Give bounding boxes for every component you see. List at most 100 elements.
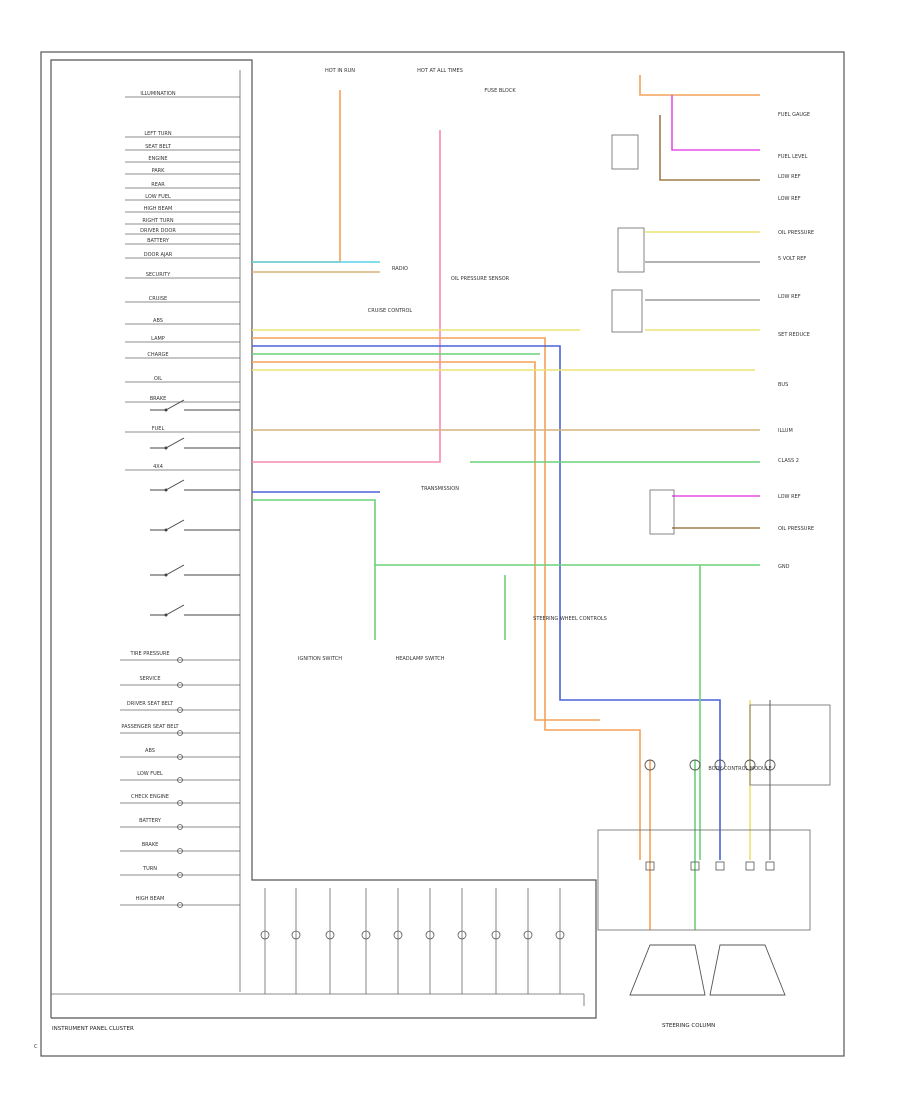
indicator-label: BATTERY [139, 818, 162, 824]
switch-blade [165, 604, 185, 616]
left-label: LAMP [151, 336, 165, 342]
right-label: LOW REF [778, 196, 801, 202]
left-label: BRAKE [150, 396, 167, 402]
left-label: SEAT BELT [145, 144, 172, 150]
cluster-box [50, 59, 597, 1019]
indicator-lamp [177, 824, 183, 830]
wire-pink [252, 130, 441, 463]
switch-pivot [164, 408, 168, 412]
wire-magenta [671, 95, 760, 151]
indicator-label: PASSENGER SEAT BELT [121, 724, 179, 730]
indicator-label: BRAKE [142, 842, 159, 848]
left-label: LEFT TURN [144, 131, 172, 137]
wire-green-c [252, 499, 760, 566]
left-label: SECURITY [146, 272, 171, 278]
lamp-bulb [425, 930, 435, 940]
indicator-lamp [177, 730, 183, 736]
right-label: LOW REF [778, 174, 801, 180]
center-label: TRANSMISSION [420, 486, 459, 492]
switch-pivot [164, 573, 168, 577]
indicator-lamp [177, 707, 183, 713]
left-label: DRIVER DOOR [140, 228, 176, 234]
indicator-lamp [177, 872, 183, 878]
switch-pivot [164, 613, 168, 617]
right-label: GND [778, 564, 790, 570]
steering-switch-left [629, 944, 706, 996]
steering-control-box [749, 704, 831, 786]
right-label: OIL PRESSURE [778, 230, 814, 236]
center-label: HOT AT ALL TIMES [417, 68, 463, 74]
connector-pin [644, 759, 656, 771]
lamp-bulb [361, 930, 371, 940]
oil-switch-box [649, 489, 675, 535]
left-label: ILLUMINATION [140, 91, 175, 97]
trans-sensor-box [611, 289, 643, 333]
left-label: ENGINE [148, 156, 167, 162]
wire-orange-b [252, 361, 600, 721]
right-label: OIL PRESSURE [778, 526, 814, 532]
center-label: OIL PRESSURE SENSOR [451, 276, 510, 282]
connector-title: STEERING COLUMN [662, 1023, 715, 1029]
connector-pin [744, 759, 756, 771]
left-label: DOOR AJAR [144, 252, 173, 258]
indicator-lamp [177, 657, 183, 663]
wire-orange-top [252, 90, 341, 263]
connector-cavity [745, 861, 755, 871]
right-label: FUEL GAUGE [778, 112, 810, 118]
center-label: HEADLAMP SWITCH [395, 656, 444, 662]
switch-blade [165, 564, 185, 576]
left-label: LOW FUEL [145, 194, 171, 200]
switch-pivot [164, 488, 168, 492]
right-components [597, 134, 831, 931]
indicator-label: TIRE PRESSURE [129, 651, 169, 657]
corner-label: C [34, 1044, 38, 1050]
oil-sensor-box [617, 227, 645, 273]
switch-blade [165, 437, 185, 449]
lamp-sockets [260, 888, 565, 994]
switch-group [150, 399, 240, 617]
indicator-label: ABS [145, 748, 155, 754]
right-label: ILLUM [778, 428, 793, 434]
left-label: OIL [154, 376, 162, 382]
lamp-bulb [457, 930, 467, 940]
left-label: ABS [153, 318, 163, 324]
left-label-rows: ILLUMINATION LEFT TURN SEAT BELT ENGINE PARK… [125, 91, 240, 471]
lamp-bulb [555, 930, 565, 940]
right-label: BUS [778, 382, 788, 388]
switch-pivot [164, 528, 168, 532]
indicator-lamp [177, 754, 183, 760]
indicator-lamp [177, 800, 183, 806]
connector-cavity [690, 861, 700, 871]
lamp-bulb [523, 930, 533, 940]
right-label: 5 VOLT REF [778, 256, 806, 262]
left-label: PARK [152, 168, 166, 174]
connector-cavity [645, 861, 655, 871]
indicator-lamp [177, 682, 183, 688]
indicator-lamp [177, 777, 183, 783]
left-label: BATTERY [147, 238, 170, 244]
indicator-lamp [177, 902, 183, 908]
connector-pin [764, 759, 776, 771]
right-label: CLASS 2 [778, 458, 799, 464]
connector-pin [689, 759, 701, 771]
lamp-bulb [393, 930, 403, 940]
connector-cavity [765, 861, 775, 871]
lamp-bulb [325, 930, 335, 940]
right-label: LOW REF [778, 494, 801, 500]
lamp-bulb [491, 930, 501, 940]
wire-orange-main [252, 337, 641, 860]
center-label: HOT IN RUN [325, 68, 355, 74]
center-label: RADIO [392, 266, 408, 272]
left-label: FUEL [152, 426, 165, 432]
center-label: IGNITION SWITCH [298, 656, 342, 662]
lamp-bulb [260, 930, 270, 940]
connector-pins [629, 759, 786, 996]
lamp-bulb [291, 930, 301, 940]
colored-wires [252, 75, 771, 930]
indicator-label: CHECK ENGINE [131, 794, 169, 800]
center-label: CRUISE CONTROL [368, 308, 413, 314]
switch-pivot [164, 446, 168, 450]
